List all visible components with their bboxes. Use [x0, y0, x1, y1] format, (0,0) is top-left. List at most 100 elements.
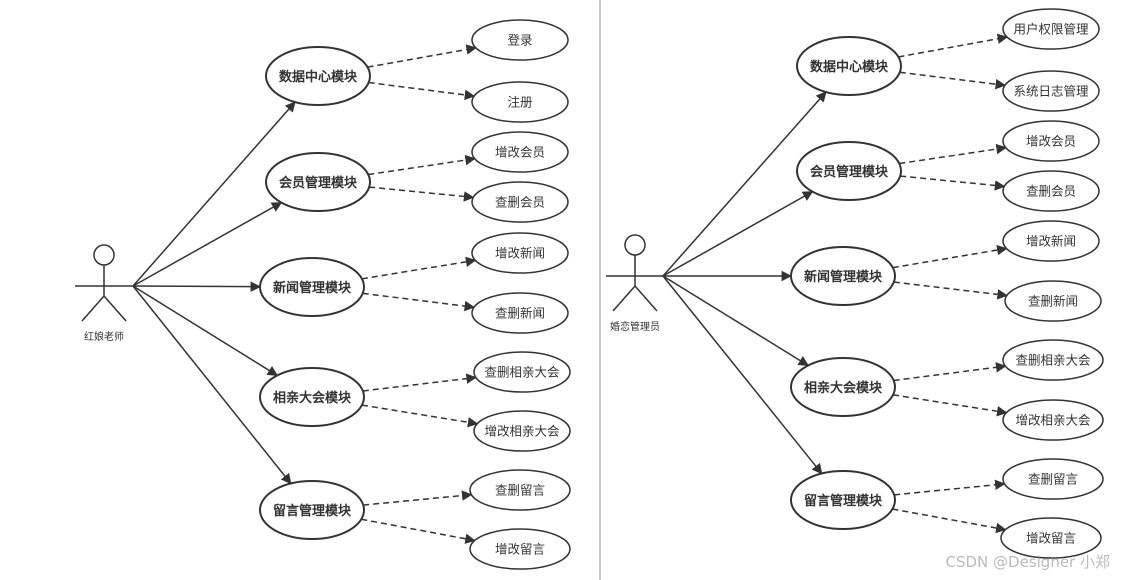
include-edge — [361, 404, 479, 428]
module-ellipse — [796, 141, 902, 201]
function-label: 增改留言 — [1026, 531, 1076, 546]
include-edge — [892, 244, 1008, 269]
association-line — [132, 201, 283, 287]
include-edge — [361, 256, 477, 280]
module-label: 新闻管理模块 — [273, 280, 352, 296]
include-edge — [362, 373, 477, 392]
function-node: 查删新闻 — [471, 292, 569, 334]
actor-head — [93, 244, 115, 266]
function-node: 增改会员 — [1002, 120, 1100, 162]
function-ellipse — [1002, 8, 1100, 50]
association-line — [132, 281, 262, 292]
function-label: 查删相亲大会 — [484, 365, 560, 380]
function-ellipse — [469, 469, 571, 511]
function-label: 增改相亲大会 — [484, 424, 560, 439]
function-ellipse — [469, 528, 571, 570]
function-node: 用户权限管理 — [1002, 8, 1100, 50]
function-ellipse — [1004, 280, 1102, 322]
module-label: 会员管理模块 — [810, 164, 889, 180]
function-node: 注册 — [471, 81, 569, 123]
include-edge — [899, 143, 1007, 165]
include-edge — [368, 81, 476, 101]
module-label: 留言管理模块 — [273, 503, 352, 519]
actor-figure: 红娘老师 — [75, 244, 133, 343]
function-label: 登录 — [507, 33, 532, 48]
function-ellipse — [471, 232, 569, 274]
module-node: 会员管理模块 — [796, 141, 902, 201]
function-ellipse — [1000, 517, 1102, 559]
include-edge — [892, 508, 1007, 534]
function-ellipse — [471, 292, 569, 334]
function-ellipse — [1002, 120, 1100, 162]
function-node: 增改新闻 — [471, 232, 569, 274]
function-ellipse — [473, 410, 571, 452]
module-node: 相亲大会模块 — [790, 357, 896, 417]
include-edge — [369, 186, 475, 202]
function-ellipse — [1002, 399, 1104, 441]
include-edge — [894, 479, 1006, 496]
module-ellipse — [265, 46, 371, 106]
function-label: 查删新闻 — [1028, 294, 1078, 309]
function-ellipse — [471, 19, 569, 61]
function-ellipse — [473, 351, 571, 393]
include-edge — [363, 490, 473, 506]
function-label: 查删相亲大会 — [1015, 353, 1091, 368]
include-edge — [898, 33, 1009, 58]
function-ellipse — [1002, 70, 1100, 112]
association-line — [662, 190, 814, 277]
include-edge — [362, 292, 476, 312]
function-node: 系统日志管理 — [1002, 70, 1100, 112]
function-label: 查删新闻 — [495, 306, 545, 321]
module-ellipse — [790, 357, 896, 417]
function-label: 增改新闻 — [1026, 234, 1076, 249]
include-edge — [893, 362, 1007, 382]
function-label: 系统日志管理 — [1013, 84, 1089, 99]
function-label: 增改会员 — [1026, 134, 1076, 149]
include-edge — [900, 175, 1006, 191]
module-node: 相亲大会模块 — [259, 367, 365, 427]
function-ellipse — [1002, 220, 1100, 262]
module-label: 新闻管理模块 — [804, 269, 883, 285]
include-edge — [361, 518, 476, 544]
module-label: 数据中心模块 — [279, 69, 358, 85]
association-line — [662, 275, 810, 367]
function-node: 查删相亲大会 — [1002, 339, 1104, 381]
module-node: 数据中心模块 — [796, 36, 902, 96]
function-node: 查删会员 — [471, 181, 569, 223]
actor-label: 红娘老师 — [84, 330, 124, 343]
function-label: 增改留言 — [495, 542, 545, 557]
association-line — [662, 275, 823, 475]
function-ellipse — [471, 181, 569, 223]
function-ellipse — [1002, 458, 1104, 500]
module-label: 数据中心模块 — [810, 59, 889, 75]
include-edge — [368, 154, 476, 176]
module-node: 留言管理模块 — [259, 480, 365, 540]
function-label: 查删留言 — [1028, 472, 1078, 487]
function-node: 增改留言 — [1000, 517, 1102, 559]
function-node: 增改相亲大会 — [473, 410, 571, 452]
module-ellipse — [796, 36, 902, 96]
include-edge — [899, 71, 1007, 90]
module-label: 会员管理模块 — [279, 175, 358, 191]
function-label: 增改会员 — [495, 145, 545, 160]
function-label: 查删留言 — [495, 483, 545, 498]
module-ellipse — [259, 367, 365, 427]
module-ellipse — [790, 470, 896, 530]
include-edge — [893, 281, 1008, 300]
function-node: 查删留言 — [1002, 458, 1104, 500]
module-node: 留言管理模块 — [790, 470, 896, 530]
module-node: 新闻管理模块 — [259, 257, 365, 317]
module-label: 相亲大会模块 — [804, 380, 883, 396]
function-label: 查删会员 — [1026, 184, 1076, 199]
function-node: 查删新闻 — [1004, 280, 1102, 322]
association-line — [132, 285, 279, 377]
function-ellipse — [471, 131, 569, 173]
module-ellipse — [790, 246, 896, 306]
actor-figure: 婚恋管理员 — [606, 234, 664, 333]
function-node: 查删留言 — [469, 469, 571, 511]
module-node: 新闻管理模块 — [790, 246, 896, 306]
include-edge — [892, 394, 1008, 417]
